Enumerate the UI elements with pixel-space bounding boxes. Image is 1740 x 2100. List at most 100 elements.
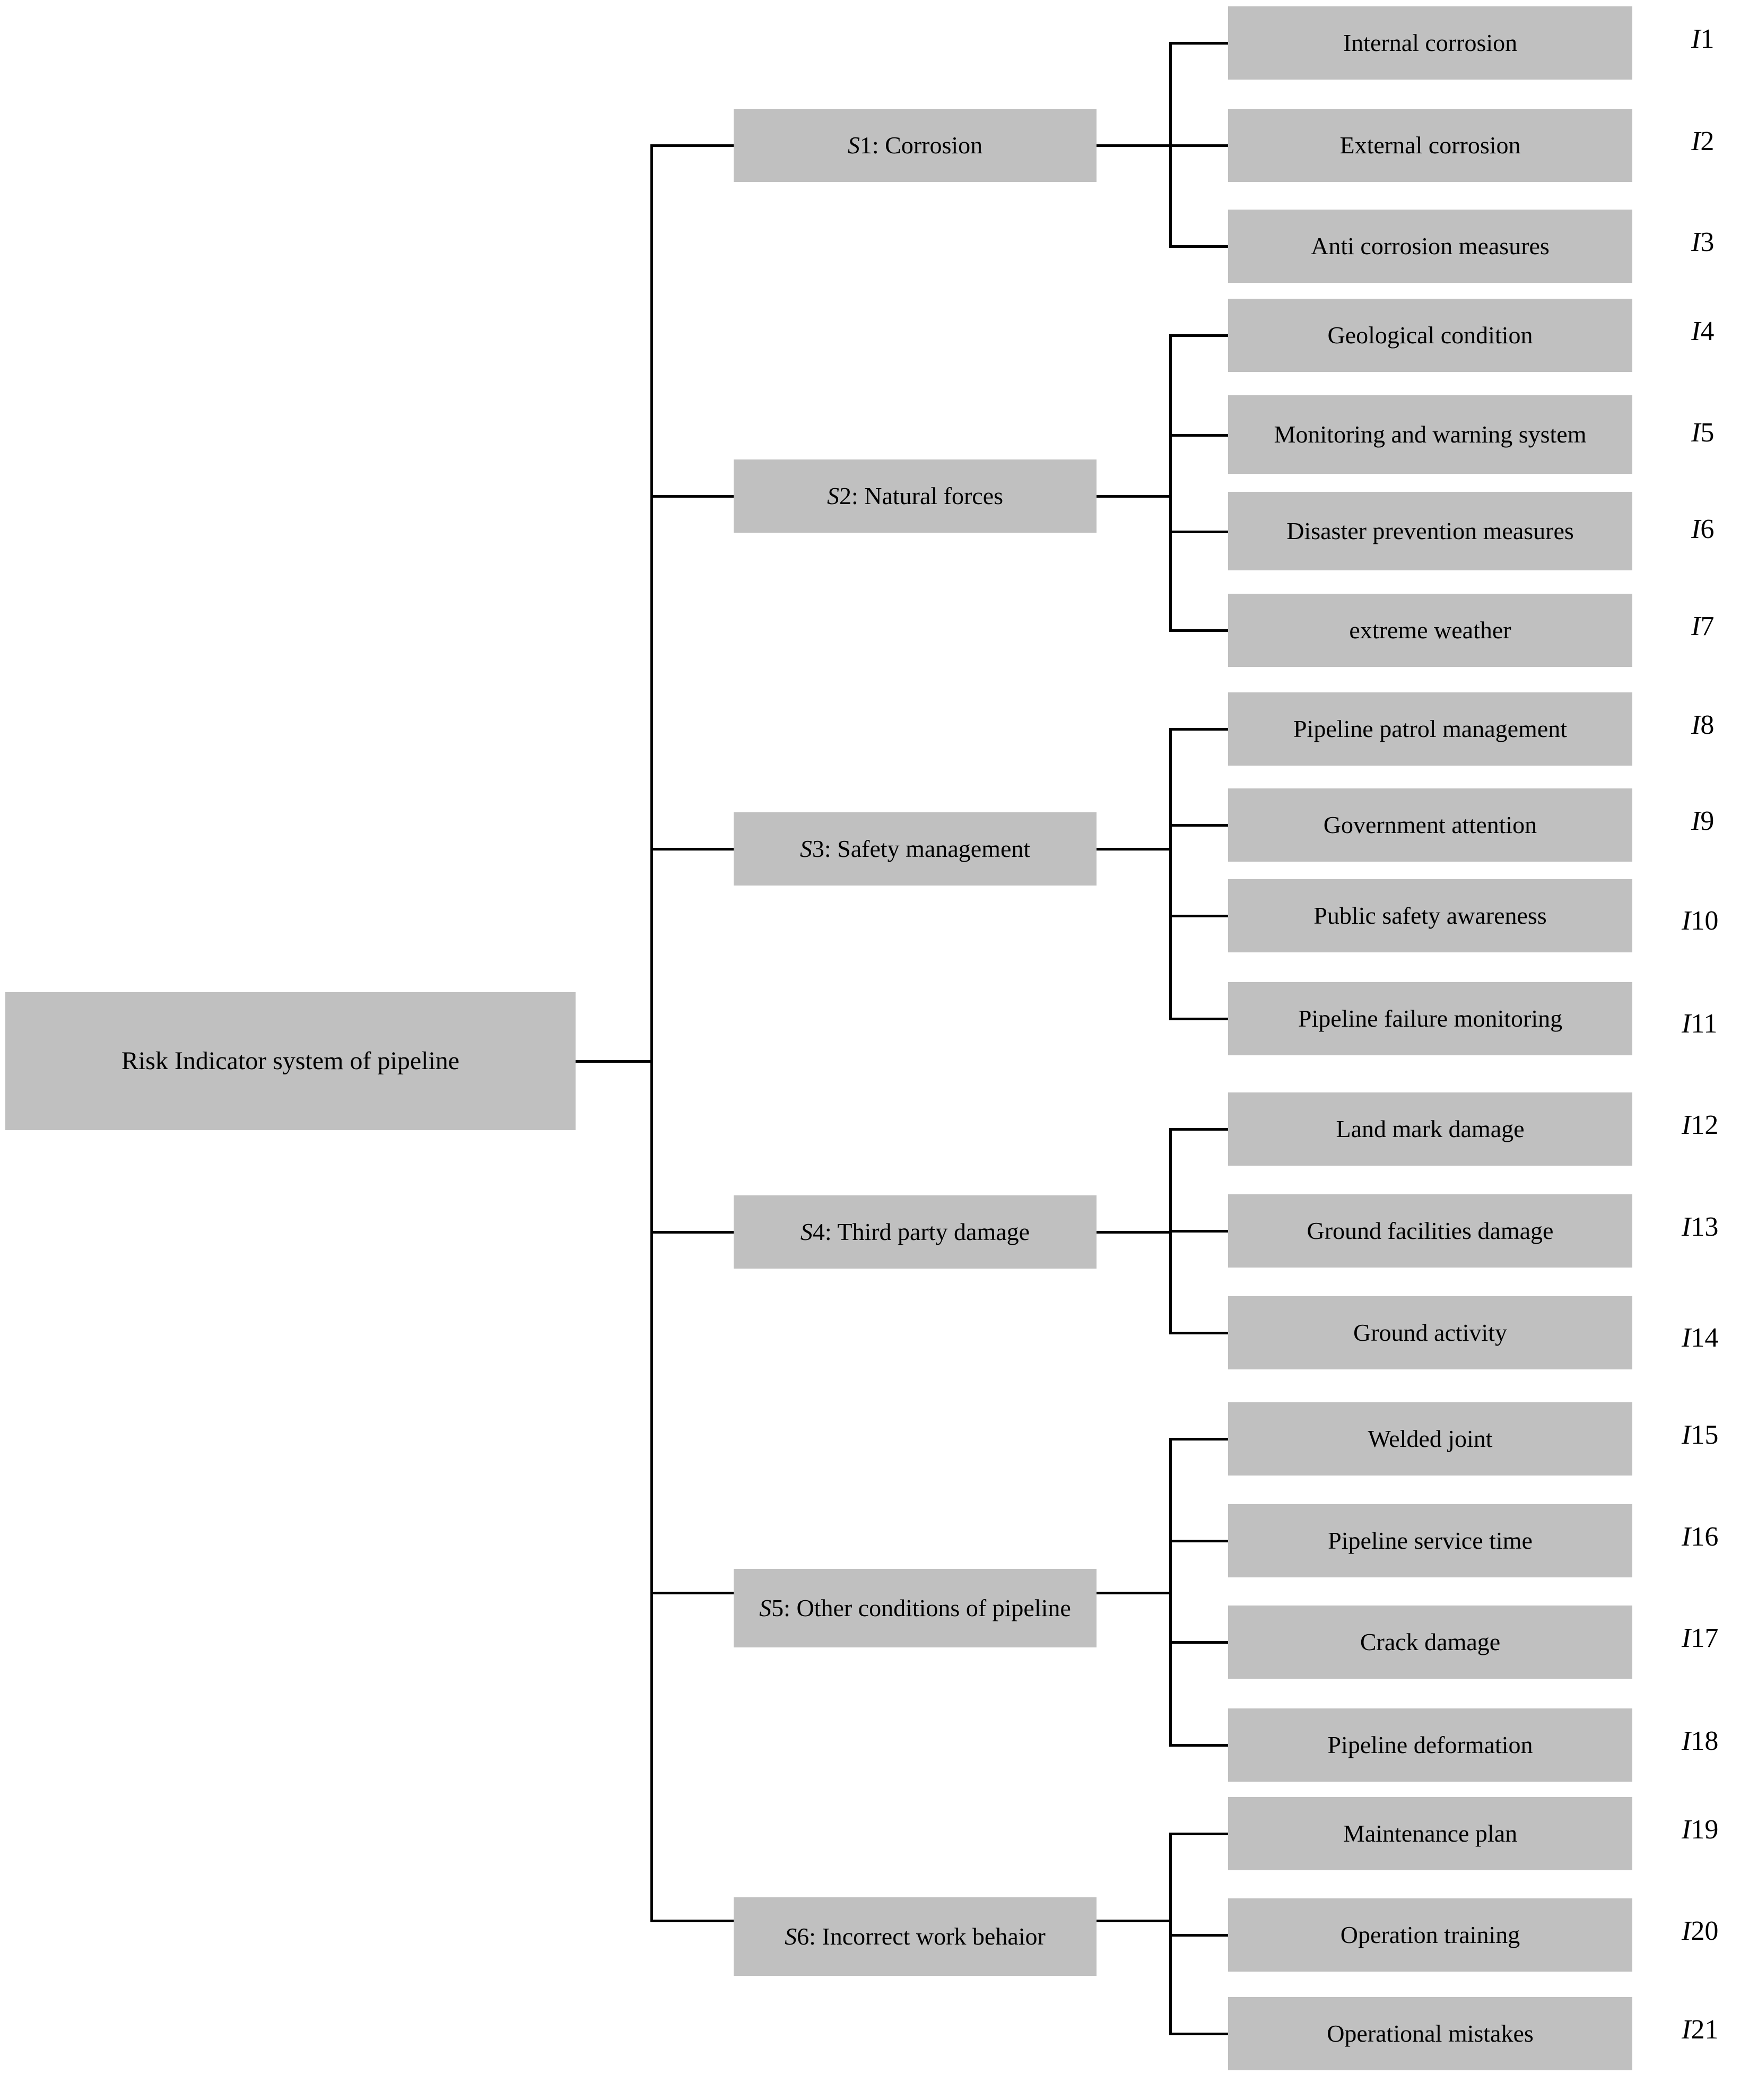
indicator-code-i5: I5 — [1691, 418, 1715, 448]
s5-child-line-3 — [1169, 1641, 1229, 1644]
indicator-box-i10: Public safety awareness — [1228, 879, 1632, 952]
indicator-code-i14: I14 — [1682, 1323, 1719, 1353]
indicator-box-i7: extreme weather — [1228, 594, 1632, 667]
indicator-code-i16: I16 — [1682, 1522, 1719, 1552]
indicator-label-i10: Public safety awareness — [1313, 901, 1547, 929]
s4-branch-line — [650, 1231, 735, 1234]
indicator-code-i2: I2 — [1691, 126, 1715, 157]
category-box-s5: S5: Other conditions of pipeline — [734, 1569, 1097, 1647]
s5-child-trunk — [1169, 1439, 1172, 1745]
indicator-box-i9: Government attention — [1228, 788, 1632, 862]
s6-child-line-1 — [1169, 1833, 1229, 1835]
s1-out-line — [1097, 144, 1172, 147]
category-label-s1: S1: Corrosion — [847, 131, 983, 159]
indicator-label-i1: Internal corrosion — [1343, 29, 1518, 56]
s2-child-trunk — [1169, 335, 1172, 630]
indicator-label-i19: Maintenance plan — [1343, 1819, 1518, 1847]
s1-child-line-3 — [1169, 245, 1229, 248]
indicator-box-i11: Pipeline failure monitoring — [1228, 982, 1632, 1055]
s6-branch-line — [650, 1920, 735, 1922]
category-name-s4: Third party damage — [837, 1218, 1030, 1245]
indicator-label-i11: Pipeline failure monitoring — [1298, 1004, 1563, 1032]
s3-out-line — [1097, 848, 1172, 851]
category-label-s2: S2: Natural forces — [826, 482, 1004, 509]
main-trunk-line — [650, 145, 653, 1922]
category-name-s1: Corrosion — [885, 131, 983, 159]
indicator-label-i2: External corrosion — [1339, 131, 1521, 159]
category-box-s1: S1: Corrosion — [734, 109, 1097, 182]
indicator-label-i13: Ground facilities damage — [1307, 1217, 1554, 1244]
indicator-code-i6: I6 — [1691, 514, 1715, 544]
category-label-s3: S3: Safety management — [799, 835, 1031, 862]
indicator-code-i19: I19 — [1682, 1815, 1719, 1845]
indicator-box-i5: Monitoring and warning system — [1228, 395, 1632, 474]
s6-child-line-2 — [1169, 1934, 1229, 1937]
s2-child-line-2 — [1169, 434, 1229, 437]
indicator-box-i15: Welded joint — [1228, 1402, 1632, 1476]
s4-child-line-1 — [1169, 1128, 1229, 1131]
indicator-label-i5: Monitoring and warning system — [1274, 420, 1587, 448]
indicator-label-i18: Pipeline deformation — [1327, 1731, 1533, 1758]
s3-child-line-3 — [1169, 915, 1229, 917]
indicator-box-i19: Maintenance plan — [1228, 1797, 1632, 1870]
indicator-box-i12: Land mark damage — [1228, 1092, 1632, 1166]
category-label-s4: S4: Third party damage — [800, 1218, 1030, 1245]
root-connector-line — [576, 1060, 652, 1063]
category-label-s5: S5: Other conditions of pipeline — [759, 1594, 1071, 1621]
category-name-s6: Incorrect work behaior — [822, 1922, 1046, 1950]
category-label-s6: S6: Incorrect work behaior — [785, 1922, 1046, 1950]
indicator-label-i16: Pipeline service time — [1328, 1526, 1533, 1554]
s5-branch-line — [650, 1592, 735, 1594]
indicator-code-i21: I21 — [1682, 2015, 1719, 2045]
indicator-label-i20: Operation training — [1340, 1921, 1520, 1948]
indicator-box-i4: Geological condition — [1228, 299, 1632, 372]
category-box-s6: S6: Incorrect work behaior — [734, 1897, 1097, 1976]
category-name-s3: Safety management — [837, 835, 1031, 862]
s5-child-line-1 — [1169, 1438, 1229, 1441]
indicator-label-i12: Land mark damage — [1336, 1115, 1525, 1142]
indicator-box-i6: Disaster prevention measures — [1228, 492, 1632, 570]
indicator-label-i17: Crack damage — [1360, 1628, 1501, 1655]
s5-child-line-2 — [1169, 1540, 1229, 1542]
indicator-box-i20: Operation training — [1228, 1898, 1632, 1972]
indicator-label-i14: Ground activity — [1353, 1318, 1507, 1346]
indicator-box-i17: Crack damage — [1228, 1606, 1632, 1679]
s6-out-line — [1097, 1920, 1172, 1922]
indicator-code-i17: I17 — [1682, 1623, 1719, 1653]
indicator-label-i4: Geological condition — [1327, 321, 1533, 349]
indicator-code-i12: I12 — [1682, 1110, 1719, 1140]
indicator-code-i4: I4 — [1691, 316, 1715, 346]
category-box-s3: S3: Safety management — [734, 812, 1097, 886]
indicator-box-i14: Ground activity — [1228, 1296, 1632, 1369]
category-name-s5: Other conditions of pipeline — [796, 1594, 1071, 1621]
s2-child-line-4 — [1169, 629, 1229, 632]
s1-branch-line — [650, 144, 735, 147]
indicator-label-i8: Pipeline patrol management — [1293, 715, 1568, 742]
indicator-box-i21: Operational mistakes — [1228, 1997, 1632, 2070]
s3-branch-line — [650, 848, 735, 851]
s2-child-line-3 — [1169, 531, 1229, 533]
indicator-code-i13: I13 — [1682, 1212, 1719, 1242]
indicator-code-i15: I15 — [1682, 1420, 1719, 1450]
root-node-label: Risk Indicator system of pipeline — [121, 1046, 460, 1075]
s1-child-line-1 — [1169, 42, 1229, 45]
indicator-code-i11: I11 — [1682, 1009, 1718, 1039]
root-node-box: Risk Indicator system of pipeline — [5, 992, 576, 1130]
indicator-code-i10: I10 — [1682, 906, 1719, 936]
indicator-label-i3: Anti corrosion measures — [1311, 232, 1550, 259]
indicator-code-i20: I20 — [1682, 1916, 1719, 1946]
s6-child-trunk — [1169, 1834, 1172, 2034]
indicator-code-i8: I8 — [1691, 710, 1715, 740]
indicator-label-i21: Operational mistakes — [1327, 2019, 1534, 2047]
indicator-box-i1: Internal corrosion — [1228, 6, 1632, 80]
indicator-code-i1: I1 — [1691, 24, 1715, 54]
s2-out-line — [1097, 495, 1172, 498]
indicator-box-i8: Pipeline patrol management — [1228, 692, 1632, 766]
category-box-s4: S4: Third party damage — [734, 1195, 1097, 1269]
s3-child-line-1 — [1169, 728, 1229, 731]
s6-child-line-3 — [1169, 2033, 1229, 2035]
indicator-label-i9: Government attention — [1323, 811, 1537, 838]
s3-child-line-4 — [1169, 1018, 1229, 1020]
s3-child-line-2 — [1169, 824, 1229, 827]
